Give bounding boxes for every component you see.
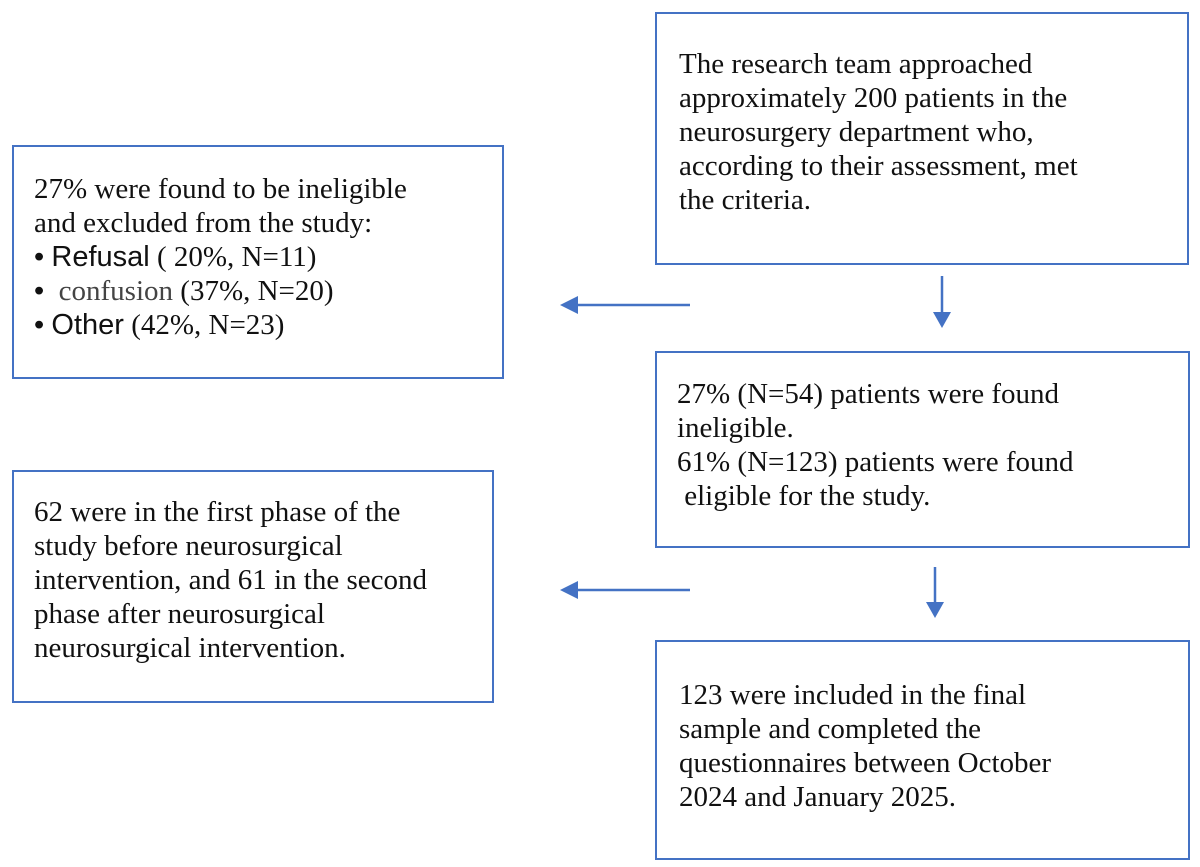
reason-label: Refusal [51,241,150,273]
exclusion-reason-list: • Refusal ( 20%, N=11) • confusion (37%,… [34,240,502,342]
exclusion-reason-confusion: • confusion (37%, N=20) [34,274,502,308]
phases-line: neurosurgical intervention. [34,632,346,664]
final-line: 2024 and January 2025. [679,781,957,813]
excluded-box: 27% were found to be ineligible and excl… [12,145,504,379]
eligibility-line: 61% (N=123) patients were found [677,446,1074,478]
eligibility-line: eligible for the study. [677,480,931,512]
final-line: sample and completed the [679,713,981,745]
approach-line: approximately 200 patients in the [679,82,1068,114]
approach-line: The research team approached [679,48,1033,80]
final-sample-box: 123 were included in the final sample an… [655,640,1190,860]
bullet-icon: • [34,309,45,341]
arrowhead-down-icon [933,312,951,328]
eligibility-line: ineligible. [677,412,794,444]
exclusion-reason-refusal: • Refusal ( 20%, N=11) [34,240,502,274]
final-line: 123 were included in the final [679,679,1027,711]
phases-line: phase after neurosurgical [34,598,325,630]
approach-line: the criteria. [679,184,812,216]
eligibility-box: 27% (N=54) patients were found ineligibl… [655,351,1190,548]
excluded-intro-line: and excluded from the study: [34,207,373,239]
approach-box: The research team approached approximate… [655,12,1189,265]
reason-label: confusion [51,275,174,307]
arrowhead-down-icon [926,602,944,618]
arrowhead-left-icon [560,296,578,314]
excluded-intro-line: 27% were found to be ineligible [34,173,407,205]
arrowhead-left-icon [560,581,578,599]
reason-label: Other [51,309,124,341]
bullet-icon: • [34,241,45,273]
exclusion-reason-other: • Other (42%, N=23) [34,308,502,342]
bullet-icon: • [34,275,45,307]
reason-stat: ( 20%, N=11) [149,241,317,273]
approach-line: according to their assessment, met [679,150,1078,182]
final-line: questionnaires between October [679,747,1052,779]
reason-stat: (37%, N=20) [173,275,334,307]
phases-line: intervention, and 61 in the second [34,564,428,596]
phases-line: 62 were in the first phase of the [34,496,401,528]
phases-box: 62 were in the first phase of the study … [12,470,494,703]
eligibility-line: 27% (N=54) patients were found [677,378,1059,410]
phases-line: study before neurosurgical [34,530,343,562]
reason-stat: (42%, N=23) [123,309,285,341]
approach-line: neurosurgery department who, [679,116,1034,148]
